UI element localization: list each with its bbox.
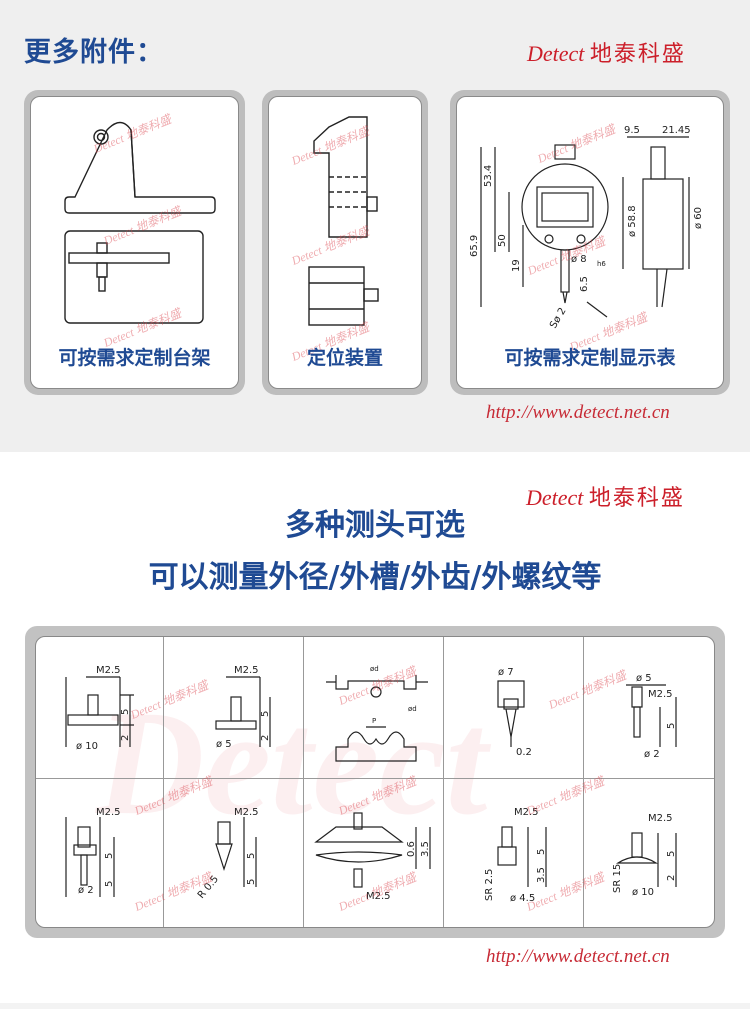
probe-label: 2 (260, 735, 271, 741)
probe-cell (444, 637, 584, 779)
probe-label: 5 (246, 853, 257, 859)
dim-label: 6.5 (579, 276, 590, 292)
probe-label: 3.5 (420, 841, 431, 857)
probe-label: ød (408, 705, 417, 713)
dim-label: ø 58.8 (627, 205, 638, 237)
probe-cell (164, 779, 304, 927)
probe-cell (584, 637, 714, 779)
dim-label: Sø 2 (548, 306, 569, 331)
probe-label: 5 (246, 879, 257, 885)
probe-label: M2.5 (648, 689, 673, 700)
probe-label: M2.5 (96, 807, 121, 818)
website-url: http://www.detect.net.cn (486, 402, 670, 423)
probe-label: ø 4.5 (510, 893, 535, 904)
probe-label: 5 (536, 849, 547, 855)
card-label: 定位装置 (306, 347, 383, 369)
probe-label: 2 (120, 735, 131, 741)
positioning-drawing (308, 116, 379, 326)
dim-label: ø 60 (693, 207, 704, 229)
brand-logo: Detect 地泰科盛 (526, 480, 685, 512)
probe-cell (444, 779, 584, 927)
dim-label: h6 (597, 260, 606, 268)
dim-label: 21.45 (662, 125, 691, 136)
footer-strip (0, 1003, 750, 1009)
brand-logo: Detect 地泰科盛 (527, 36, 686, 68)
dim-label: 50 (497, 234, 508, 247)
brand-en: Detect (527, 41, 585, 66)
probe-label: 5 (104, 881, 115, 887)
dim-label: 65.9 (469, 235, 480, 257)
probe-label: ø 2 (78, 885, 94, 896)
probe-label: 5 (104, 853, 115, 859)
probe-subheading: 可以测量外径/外槽/外齿/外螺纹等 (148, 560, 602, 595)
brand-cn: 地泰科盛 (589, 42, 686, 67)
card-label: 可按需求定制台架 (58, 347, 211, 369)
probe-label: 0.6 (406, 841, 417, 857)
probe-label: ød (370, 665, 379, 673)
probe-label: P (372, 717, 376, 725)
probe-label: M2.5 (366, 891, 391, 902)
website-url: http://www.detect.net.cn (486, 946, 670, 967)
dim-label: ø 8 (571, 254, 587, 265)
indicator-drawing: 9.5 21.45 53.4 65.9 50 19 6.5 ø 8 h6 ø 5… (469, 125, 704, 331)
stand-drawing (64, 121, 216, 324)
probe-label: 5 (260, 711, 271, 717)
probe-label: ø 5 (216, 739, 232, 750)
probe-label: M2.5 (96, 665, 121, 676)
probe-label: 5 (666, 851, 677, 857)
card-label: 可按需求定制显示表 (504, 347, 676, 369)
dim-label: 9.5 (624, 125, 640, 136)
dim-label: 53.4 (483, 165, 494, 187)
probe-cell (164, 637, 304, 779)
probe-label: ø 7 (498, 667, 514, 678)
probe-cell (36, 637, 164, 779)
probe-label: 5 (666, 723, 677, 729)
probe-label: ø 10 (76, 741, 98, 752)
probe-cell (304, 779, 444, 927)
card-stand: Detect 地泰科盛 Detect 地泰科盛 Detect 地泰科盛 可按需求… (24, 90, 245, 395)
probe-label: ø 10 (632, 887, 654, 898)
probe-grid-frame: Detect (25, 626, 725, 938)
probe-label: ø 2 (644, 749, 660, 760)
probe-label: M2.5 (234, 807, 259, 818)
probe-label: 2 (666, 875, 677, 881)
card-indicator: 9.5 21.45 53.4 65.9 50 19 6.5 ø 8 h6 ø 5… (450, 90, 730, 395)
section-title: 更多附件： (24, 37, 164, 68)
dim-label: 19 (511, 259, 522, 272)
background-watermark: Detect (96, 680, 488, 846)
brand-en: Detect (526, 485, 584, 510)
probe-label: ø 5 (636, 673, 652, 684)
brand-cn: 地泰科盛 (588, 486, 685, 511)
probe-label: SR 2.5 (484, 869, 495, 901)
probe-grid: Detect (35, 636, 715, 928)
probe-label: 5 (120, 709, 131, 715)
probe-heading: 多种测头可选 (285, 508, 465, 543)
probe-label: 0.2 (516, 747, 532, 758)
probe-cell (36, 779, 164, 927)
probe-label: M2.5 (648, 813, 673, 824)
card-positioning: Detect 地泰科盛 Detect 地泰科盛 Detect 地泰科盛 定位装置 (262, 90, 428, 395)
probe-label: SR 15 (612, 864, 623, 893)
probe-cell (304, 637, 444, 779)
probe-label: M2.5 (234, 665, 259, 676)
probe-label: M2.5 (514, 807, 539, 818)
probe-label: 3.5 (536, 867, 547, 883)
probe-drawings: M2.5 ø 10 5 2 M2.5 ø 5 5 2 ød P ød ø 7 0… (65, 665, 677, 904)
